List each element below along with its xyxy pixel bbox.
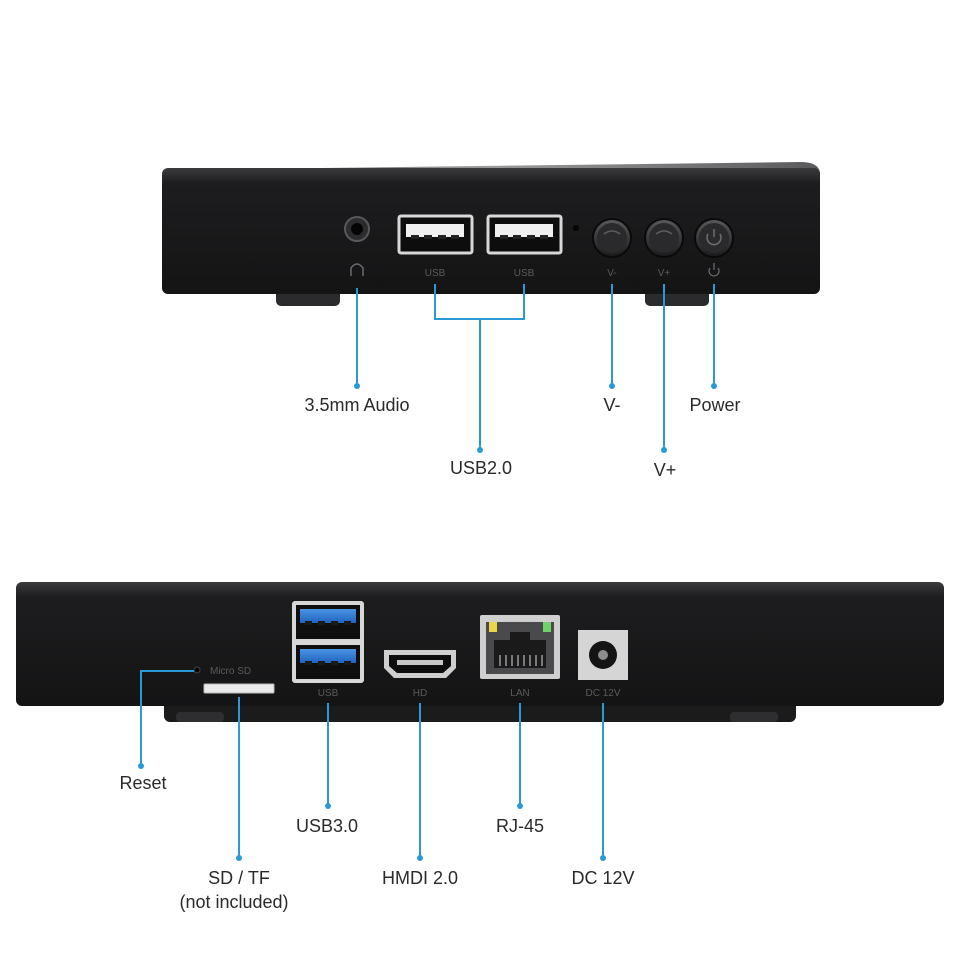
dc-port-label: DC 12V — [585, 688, 620, 699]
callout-power: Power — [689, 395, 740, 415]
usb2-port-left-icon — [397, 214, 474, 255]
hdmi-port-icon — [384, 650, 456, 678]
callout-usb2: USB2.0 — [450, 458, 512, 478]
volume-up-port-label: V+ — [658, 268, 671, 279]
hdmi-port-label: HD — [413, 688, 427, 699]
callout-hdmi: HMDI 2.0 — [382, 868, 458, 888]
lan-port-label: LAN — [510, 688, 529, 699]
volume-up-button[interactable] — [644, 218, 684, 258]
status-led-icon — [573, 225, 579, 231]
power-button[interactable] — [694, 218, 734, 258]
power-symbol-icon — [708, 263, 720, 277]
micro-sd-port-label: Micro SD — [210, 666, 251, 677]
callout-sd-not-included: (not included) — [179, 892, 288, 912]
usb2-left-port-label: USB — [425, 268, 446, 279]
callout-usb3: USB3.0 — [296, 816, 358, 836]
volume-down-port-label: V- — [607, 268, 616, 279]
usb2-right-port-label: USB — [514, 268, 535, 279]
rear-foot-left — [176, 712, 224, 722]
rear-leader-lines — [138, 670, 606, 861]
front-panel: USB USB V- V+ — [162, 162, 820, 306]
audio-jack-icon — [344, 216, 370, 276]
volume-down-button[interactable] — [592, 218, 632, 258]
usb3-port-stack-icon — [292, 601, 364, 683]
usb3-port-label: USB — [318, 688, 339, 699]
reset-pinhole-icon — [193, 666, 201, 674]
callout-volume-up: V+ — [654, 460, 677, 480]
usb2-port-right-icon — [486, 214, 563, 255]
callout-audio: 3.5mm Audio — [304, 395, 409, 415]
rear-foot-right — [730, 712, 778, 722]
callout-rj45: RJ-45 — [496, 816, 544, 836]
micro-sd-slot-icon — [203, 683, 275, 694]
rear-panel: Micro SD USB HD — [16, 582, 944, 722]
lan-port-icon — [480, 615, 560, 679]
dc-power-jack-icon — [578, 630, 628, 680]
front-leader-lines — [354, 284, 717, 453]
callout-volume-down: V- — [603, 395, 620, 415]
callout-sd-tf: SD / TF — [208, 868, 270, 888]
callout-reset: Reset — [119, 773, 166, 793]
callout-dc: DC 12V — [571, 868, 634, 888]
